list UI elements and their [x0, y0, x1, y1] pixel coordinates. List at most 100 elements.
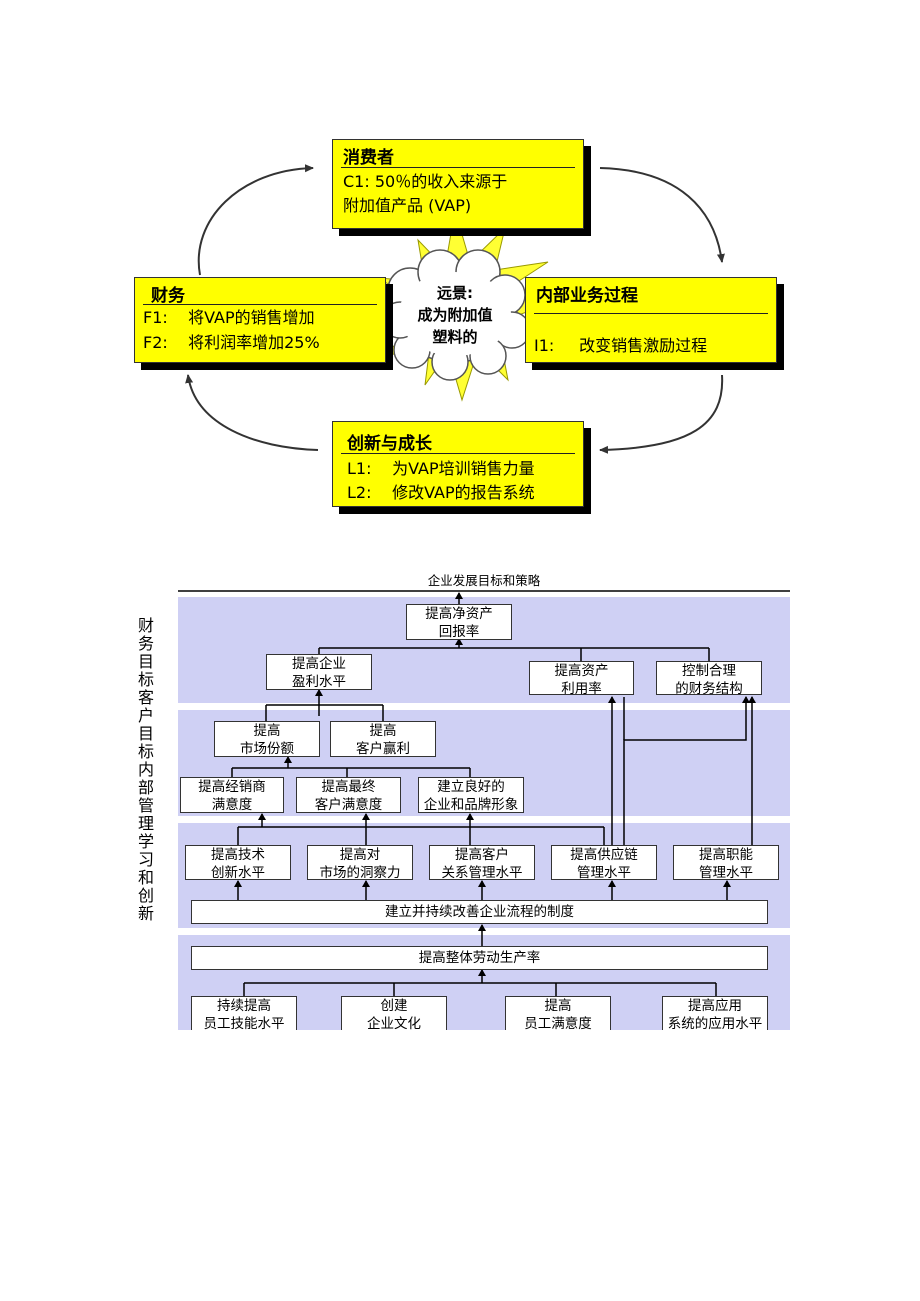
- learning-line-1: L1: 为VAP培训销售力量: [347, 455, 535, 479]
- node-roe-l1: 提高净资产: [425, 606, 493, 622]
- node-end-l1: 提高最终: [321, 779, 376, 795]
- node-systems-l1: 提高应用: [688, 998, 742, 1014]
- internal-text-1: 改变销售激励过程: [579, 336, 708, 355]
- node-crm-l1: 提高客户: [455, 847, 509, 863]
- node-brand-l2: 企业和品牌形象: [423, 797, 519, 813]
- internal-code-1: I1:: [534, 336, 555, 355]
- strategy-connectors: [178, 590, 790, 996]
- node-systems-l2: 系统的应用水平: [667, 1016, 763, 1032]
- node-culture-l2: 企业文化: [367, 1016, 421, 1032]
- node-asset-l2: 利用率: [561, 681, 602, 695]
- learning-box: 创新与成长 L1: 为VAP培训销售力量 L2: 修改VAP的报告系统: [332, 421, 584, 507]
- vision-line-1: 远景:: [437, 284, 473, 302]
- node-end-l2: 客户满意度: [314, 797, 383, 813]
- finance-code-1: F1:: [143, 308, 168, 327]
- node-supply: 提高供应链 管理水平: [551, 845, 657, 880]
- node-skills: 持续提高 员工技能水平: [191, 996, 297, 1032]
- internal-title: 内部业务过程: [536, 286, 638, 306]
- node-function-l2: 管理水平: [699, 865, 753, 880]
- node-client-profit: 提高 客户赢利: [330, 721, 436, 757]
- learning-divider: [341, 453, 575, 454]
- node-roe-l2: 回报率: [438, 624, 480, 640]
- node-emp-sat: 提高 员工满意度: [505, 996, 611, 1032]
- internal-line-1: I1: 改变销售激励过程: [534, 332, 707, 356]
- customer-box: 消费者 C1: 50％的收入来源于 附加值产品 (VAP): [332, 139, 584, 229]
- customer-text-2: 附加值产品 (VAP): [343, 196, 472, 215]
- arrow-finance-to-customer: [197, 164, 314, 276]
- node-tech-l2: 创新水平: [211, 865, 265, 880]
- side-label: 财务目标 客户目标 内部管理 学习和创新: [137, 616, 154, 923]
- strategy-map-title: 企业发展目标和策略: [427, 573, 541, 588]
- node-profit: 提高企业 盈利水平: [266, 654, 372, 690]
- node-empsat-l2: 员工满意度: [524, 1016, 592, 1032]
- node-roe: 提高净资产 回报率: [406, 604, 512, 640]
- node-insight-l2: 市场的洞察力: [319, 865, 401, 880]
- learning-code-2: L2:: [347, 483, 372, 502]
- finance-divider: [143, 304, 377, 305]
- finance-text-2: 将利润率增加25%: [188, 333, 320, 352]
- finance-box: 财务 F1: 将VAP的销售增加 F2: 将利润率增加25%: [134, 277, 386, 363]
- node-tech: 提高技术 创新水平: [185, 845, 291, 880]
- finance-line-2: F2: 将利润率增加25%: [143, 329, 320, 353]
- node-insight-l1: 提高对: [339, 847, 381, 863]
- arrow-internal-to-learning: [599, 374, 724, 454]
- node-dealer-l2: 满意度: [211, 797, 253, 813]
- node-supply-l2: 管理水平: [577, 865, 631, 880]
- finance-text-1: 将VAP的销售增加: [188, 308, 315, 327]
- learning-title: 创新与成长: [347, 434, 432, 454]
- node-market-share: 提高 市场份额: [214, 721, 320, 757]
- node-culture: 创建 企业文化: [341, 996, 447, 1032]
- learning-code-1: L1:: [347, 459, 372, 478]
- node-cprofit-l1: 提高: [369, 723, 397, 739]
- node-fin-l1: 控制合理: [682, 663, 736, 679]
- node-fin-l2: 的财务结构: [675, 681, 743, 695]
- finance-title: 财务: [151, 286, 185, 306]
- node-skills-l2: 员工技能水平: [203, 1016, 285, 1032]
- finance-code-2: F2:: [143, 333, 168, 352]
- learning-line-2: L2: 修改VAP的报告系统: [347, 479, 535, 503]
- customer-code-1: C1:: [343, 172, 370, 191]
- node-tech-l1: 提高技术: [211, 847, 265, 863]
- bar-productivity: 提高整体劳动生产率: [191, 946, 768, 970]
- node-fin-structure: 控制合理 的财务结构: [656, 661, 762, 695]
- arrow-learning-to-finance: [185, 374, 319, 451]
- learning-text-1: 为VAP培训销售力量: [392, 459, 535, 478]
- node-share-l2: 市场份额: [240, 741, 294, 757]
- line-supply-detour: [623, 696, 750, 845]
- node-function-l1: 提高职能: [699, 847, 753, 863]
- finance-line-1: F1: 将VAP的销售增加: [143, 304, 315, 328]
- internal-divider: [534, 313, 768, 314]
- customer-line-1: C1: 50％的收入来源于: [343, 168, 507, 192]
- node-culture-l1: 创建: [380, 998, 408, 1014]
- node-asset-use: 提高资产 利用率: [529, 661, 634, 695]
- node-profit-l1: 提高企业: [292, 656, 346, 672]
- vision-text: 远景: 成为附加值 塑料的: [405, 282, 505, 348]
- vision-line-2: 成为附加值: [417, 306, 493, 324]
- node-dealer-l1: 提高经销商: [198, 779, 266, 795]
- vision-line-3: 塑料的: [432, 328, 478, 346]
- node-end-sat: 提高最终 客户满意度: [296, 777, 401, 813]
- node-asset-l1: 提高资产: [554, 663, 609, 679]
- customer-line-2: 附加值产品 (VAP): [343, 192, 471, 216]
- node-dealer-sat: 提高经销商 满意度: [180, 777, 284, 813]
- bar-process: 建立并持续改善企业流程的制度: [191, 900, 768, 924]
- node-brand-l1: 建立良好的: [437, 779, 505, 795]
- map-bottom-crop: [170, 1030, 810, 1050]
- node-empsat-l1: 提高: [544, 998, 572, 1014]
- customer-text-1: 50％的收入来源于: [374, 172, 508, 191]
- customer-divider: [341, 167, 575, 168]
- node-cprofit-l2: 客户赢利: [356, 741, 410, 757]
- internal-box: 内部业务过程 I1: 改变销售激励过程: [525, 277, 777, 363]
- node-share-l1: 提高: [253, 723, 281, 739]
- node-function: 提高职能 管理水平: [673, 845, 779, 880]
- node-profit-l2: 盈利水平: [292, 674, 346, 690]
- node-crm-l2: 关系管理水平: [441, 865, 523, 880]
- node-skills-l1: 持续提高: [217, 998, 271, 1014]
- learning-text-2: 修改VAP的报告系统: [392, 483, 535, 502]
- node-crm: 提高客户 关系管理水平: [429, 845, 535, 880]
- node-supply-l1: 提高供应链: [570, 847, 638, 863]
- arrow-customer-to-internal: [599, 167, 725, 263]
- node-insight: 提高对 市场的洞察力: [307, 845, 413, 880]
- node-brand: 建立良好的 企业和品牌形象: [418, 777, 524, 813]
- customer-title: 消费者: [343, 148, 394, 168]
